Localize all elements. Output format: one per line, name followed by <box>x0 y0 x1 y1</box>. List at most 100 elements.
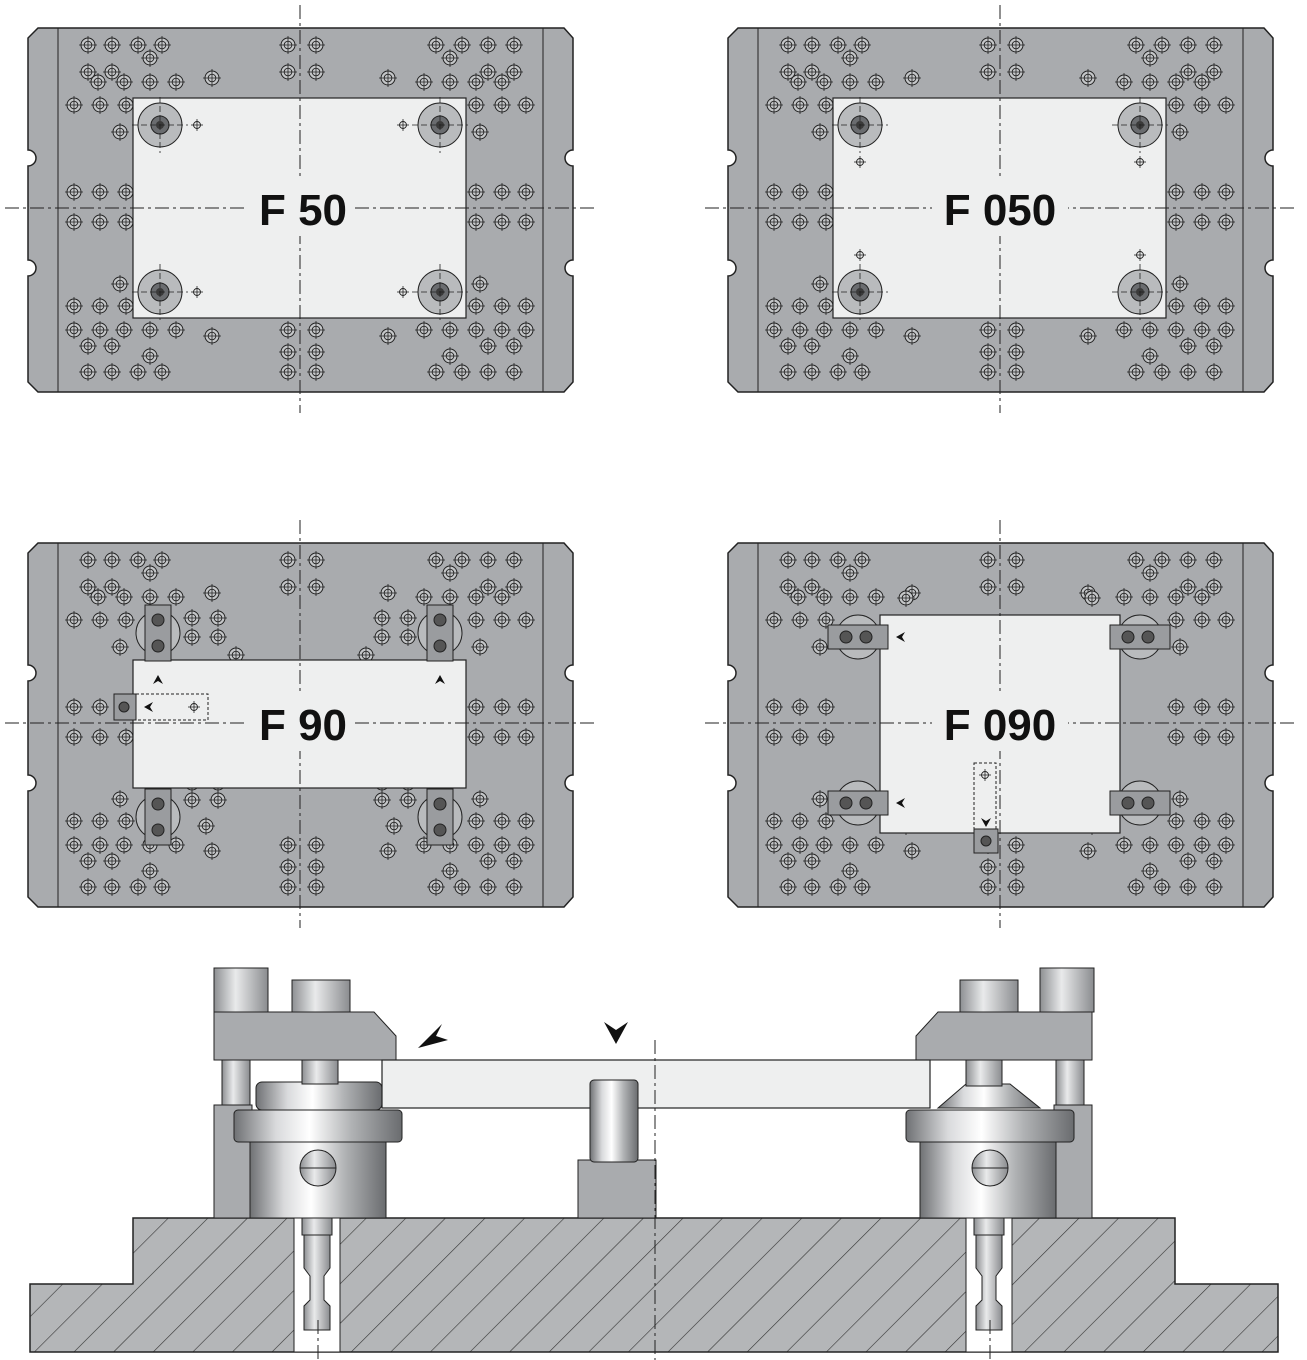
crosshair-hole-icon <box>103 878 121 896</box>
crosshair-hole-icon <box>209 791 227 809</box>
crosshair-hole-icon <box>307 878 325 896</box>
crosshair-hole-icon <box>453 551 471 569</box>
crosshair-hole-icon <box>1007 36 1025 54</box>
crosshair-hole-icon <box>467 73 485 91</box>
crosshair-hole-icon <box>493 728 511 746</box>
crosshair-hole-icon <box>517 96 535 114</box>
crosshair-hole-icon <box>1007 858 1025 876</box>
crosshair-hole-icon <box>115 588 133 606</box>
crosshair-hole-icon <box>479 878 497 896</box>
crosshair-hole-icon <box>1153 363 1171 381</box>
crosshair-hole-icon <box>415 73 433 91</box>
section-view <box>29 967 1279 1360</box>
crosshair-mark-icon <box>191 119 203 131</box>
crosshair-hole-icon <box>765 812 783 830</box>
crosshair-hole-icon <box>129 878 147 896</box>
crosshair-mark-icon <box>854 156 866 168</box>
crosshair-hole-icon <box>89 588 107 606</box>
crosshair-hole-icon <box>789 588 807 606</box>
crosshair-hole-icon <box>279 321 297 339</box>
crosshair-hole-icon <box>505 852 523 870</box>
crosshair-hole-icon <box>979 578 997 596</box>
crosshair-hole-icon <box>1079 842 1097 860</box>
crosshair-hole-icon <box>505 63 523 81</box>
crosshair-hole-icon <box>1079 327 1097 345</box>
crosshair-hole-icon <box>1193 728 1211 746</box>
crosshair-hole-icon <box>91 812 109 830</box>
crosshair-hole-icon <box>103 852 121 870</box>
crosshair-hole-icon <box>441 49 459 67</box>
crosshair-hole-icon <box>209 628 227 646</box>
crosshair-hole-icon <box>279 63 297 81</box>
pin-icon <box>132 264 188 320</box>
crosshair-hole-icon <box>505 578 523 596</box>
crosshair-hole-icon <box>1167 213 1185 231</box>
crosshair-hole-icon <box>373 609 391 627</box>
crosshair-mark-icon <box>854 249 866 261</box>
crosshair-hole-icon <box>829 36 847 54</box>
crosshair-hole-icon <box>803 578 821 596</box>
crosshair-hole-icon <box>111 638 129 656</box>
crosshair-hole-icon <box>817 698 835 716</box>
crosshair-hole-icon <box>183 791 201 809</box>
crosshair-hole-icon <box>129 36 147 54</box>
crosshair-hole-icon <box>791 611 809 629</box>
crosshair-hole-icon <box>1193 812 1211 830</box>
crosshair-hole-icon <box>471 275 489 293</box>
crosshair-hole-icon <box>853 551 871 569</box>
crosshair-hole-icon <box>117 812 135 830</box>
crosshair-hole-icon <box>867 73 885 91</box>
crosshair-hole-icon <box>279 858 297 876</box>
crosshair-hole-icon <box>811 638 829 656</box>
pin-icon <box>832 97 888 153</box>
crosshair-hole-icon <box>441 862 459 880</box>
crosshair-hole-icon <box>479 578 497 596</box>
crosshair-hole-icon <box>1179 878 1197 896</box>
crosshair-hole-icon <box>453 878 471 896</box>
crosshair-hole-icon <box>765 297 783 315</box>
crosshair-hole-icon <box>427 551 445 569</box>
crosshair-hole-icon <box>197 817 215 835</box>
clamp-arrow-icon <box>144 702 153 712</box>
crosshair-hole-icon <box>979 63 997 81</box>
crosshair-hole-icon <box>203 69 221 87</box>
crosshair-hole-icon <box>1141 321 1159 339</box>
crosshair-hole-icon <box>765 213 783 231</box>
clamp-arrow-icon <box>418 1024 448 1048</box>
crosshair-hole-icon <box>1141 862 1159 880</box>
crosshair-hole-icon <box>815 588 833 606</box>
crosshair-hole-icon <box>91 297 109 315</box>
crosshair-hole-icon <box>1127 363 1145 381</box>
crosshair-hole-icon <box>1171 275 1189 293</box>
crosshair-hole-icon <box>765 183 783 201</box>
clamp-arrow-icon <box>896 632 905 642</box>
crosshair-mark-icon <box>191 286 203 298</box>
clamp-block <box>827 790 889 816</box>
crosshair-hole-icon <box>103 578 121 596</box>
crosshair-hole-icon <box>1205 852 1223 870</box>
crosshair-hole-icon <box>1193 297 1211 315</box>
crosshair-hole-icon <box>79 363 97 381</box>
crosshair-hole-icon <box>467 321 485 339</box>
crosshair-hole-icon <box>65 698 83 716</box>
crosshair-hole-icon <box>517 213 535 231</box>
crosshair-hole-icon <box>517 812 535 830</box>
crosshair-hole-icon <box>279 878 297 896</box>
pin-icon <box>1112 264 1168 320</box>
crosshair-hole-icon <box>1167 297 1185 315</box>
crosshair-hole-icon <box>141 588 159 606</box>
crosshair-hole-icon <box>1205 337 1223 355</box>
crosshair-hole-icon <box>1171 123 1189 141</box>
crosshair-hole-icon <box>853 36 871 54</box>
crosshair-hole-icon <box>1179 852 1197 870</box>
panel-label: F 90 <box>259 701 347 750</box>
crosshair-hole-icon <box>791 836 809 854</box>
panel-f50: F 50 <box>5 5 597 413</box>
crosshair-hole-icon <box>779 878 797 896</box>
crosshair-hole-icon <box>779 337 797 355</box>
crosshair-hole-icon <box>1217 183 1235 201</box>
crosshair-hole-icon <box>829 551 847 569</box>
crosshair-hole-icon <box>141 347 159 365</box>
panel-label: F 090 <box>944 701 1057 750</box>
crosshair-hole-icon <box>1115 588 1133 606</box>
